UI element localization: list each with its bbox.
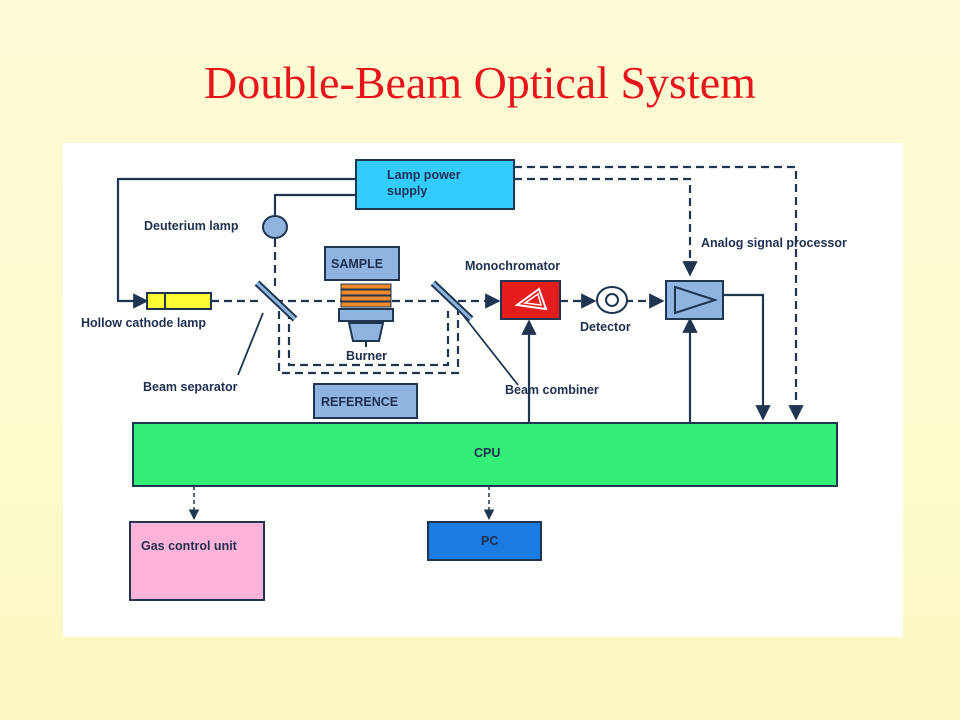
detector-icon (596, 286, 628, 314)
beam-separator-leader (237, 312, 264, 376)
cpu-label: CPU (474, 446, 500, 460)
amplifier-icon (674, 285, 719, 315)
connection-lines (116, 165, 804, 521)
hollow-cathode-lamp (146, 292, 212, 310)
cpu-box (132, 422, 838, 487)
beam-combiner-mirror-face (431, 281, 473, 321)
deuterium-lamp (262, 215, 288, 239)
lamp-power-supply-label-2: supply (387, 184, 427, 198)
optical-system-diagram: Lamp power supply Deuterium lamp Hollow … (63, 143, 903, 637)
sample-box (324, 246, 400, 281)
reference-beam-outer (277, 311, 460, 375)
power-to-deuterium-line (273, 193, 356, 215)
gas-control-unit-box (129, 521, 265, 601)
analog-signal-processor-label: Analog signal processor (701, 236, 847, 250)
sample-label: SAMPLE (331, 257, 383, 271)
hollow-cathode-lamp-label: Hollow cathode lamp (81, 316, 206, 330)
prism-inner-icon (522, 292, 543, 306)
beam-separator-label: Beam separator (143, 380, 238, 394)
reference-beam-inner (287, 311, 450, 367)
reference-label: REFERENCE (321, 395, 398, 409)
beam-combiner-label: Beam combiner (505, 383, 599, 397)
flame-icon (340, 283, 392, 308)
beam-separator-mirror-face (255, 281, 297, 321)
burner-icon (338, 308, 394, 347)
detector-inner-icon (605, 293, 619, 307)
prism-icon (514, 287, 548, 311)
slide-title: Double-Beam Optical System (204, 57, 756, 108)
monochromator-label: Monochromator (465, 259, 560, 273)
gas-control-unit-label: Gas control unit (141, 539, 238, 553)
pc-box (427, 521, 542, 561)
burner-label: Burner (346, 349, 387, 363)
power-to-hollow-cathode-line (116, 177, 356, 309)
deuterium-lamp-label: Deuterium lamp (144, 219, 239, 233)
processor-to-cpu-line (723, 293, 771, 421)
lamp-power-supply-label-1: Lamp power (387, 168, 461, 182)
power-to-processor-line (514, 177, 698, 277)
power-to-cpu-line-1 (514, 165, 804, 421)
pc-label: PC (481, 534, 498, 548)
reference-box (313, 383, 418, 419)
beam-combiner-leader (462, 314, 519, 386)
lamp-power-supply-box (355, 159, 515, 210)
detector-label: Detector (580, 320, 631, 334)
